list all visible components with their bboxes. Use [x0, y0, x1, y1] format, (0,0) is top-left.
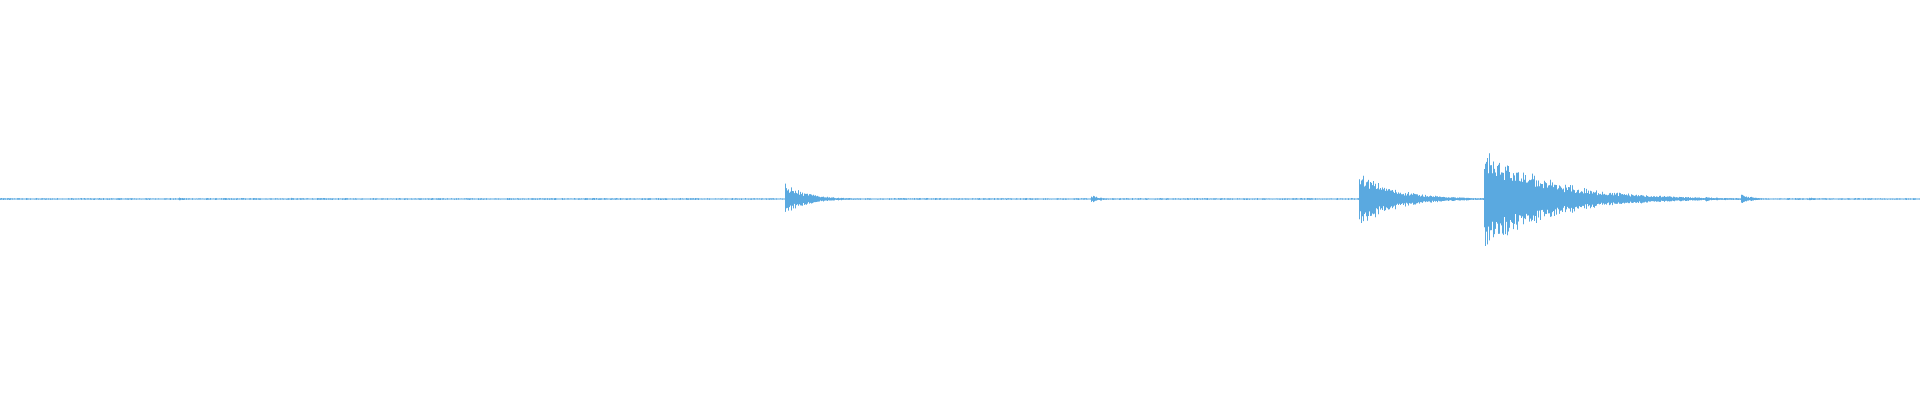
waveform-samples [0, 153, 1920, 246]
waveform-path [0, 153, 1920, 246]
